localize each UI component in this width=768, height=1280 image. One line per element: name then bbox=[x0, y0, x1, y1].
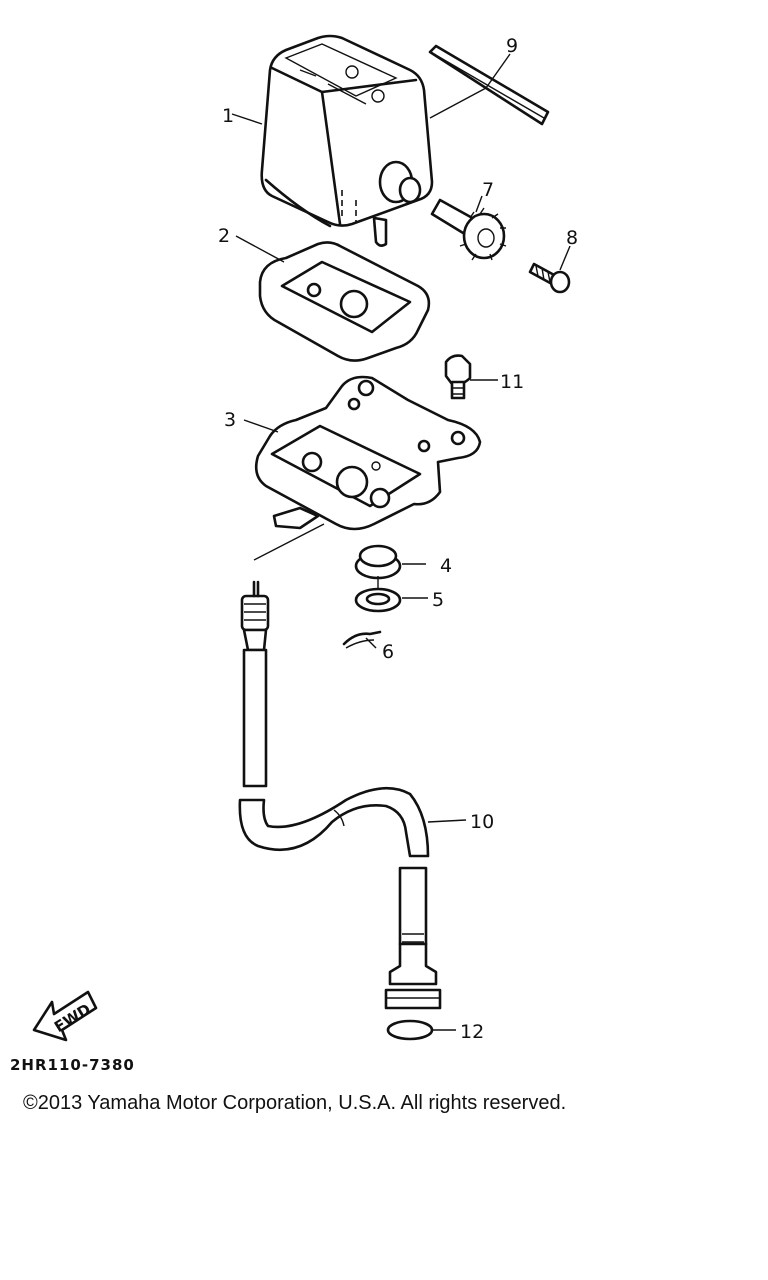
part-11-bolt bbox=[444, 354, 472, 400]
fwd-arrow-icon: FWD bbox=[32, 990, 98, 1042]
callout-6: 6 bbox=[382, 641, 394, 663]
part-12-o-ring bbox=[386, 1019, 434, 1041]
callout-7: 7 bbox=[482, 179, 494, 201]
callout-12: 12 bbox=[460, 1021, 484, 1043]
part-5-washer bbox=[354, 587, 402, 613]
callout-1: 1 bbox=[222, 105, 234, 127]
part-8-screw bbox=[528, 262, 571, 294]
part-1-meter-housing bbox=[260, 34, 434, 247]
part-9-strip bbox=[428, 44, 550, 126]
diagram-part-code: 2HR110-7380 bbox=[10, 1056, 135, 1074]
callout-4: 4 bbox=[440, 555, 452, 577]
callout-9: 9 bbox=[506, 35, 518, 57]
callout-3: 3 bbox=[224, 409, 236, 431]
callout-2: 2 bbox=[218, 225, 230, 247]
callout-11: 11 bbox=[500, 371, 524, 393]
part-10-cable bbox=[238, 580, 442, 1010]
copyright-notice: ©2013 Yamaha Motor Corporation, U.S.A. A… bbox=[23, 1092, 567, 1114]
part-3-bracket bbox=[254, 375, 482, 531]
callout-10: 10 bbox=[470, 811, 494, 833]
part-4-grommet bbox=[354, 544, 402, 580]
leader-lines bbox=[231, 53, 571, 1031]
part-7-gear bbox=[430, 198, 507, 261]
callout-8: 8 bbox=[566, 227, 578, 249]
callout-5: 5 bbox=[432, 589, 444, 611]
part-6-clip bbox=[342, 630, 382, 649]
part-2-gasket bbox=[258, 241, 431, 362]
